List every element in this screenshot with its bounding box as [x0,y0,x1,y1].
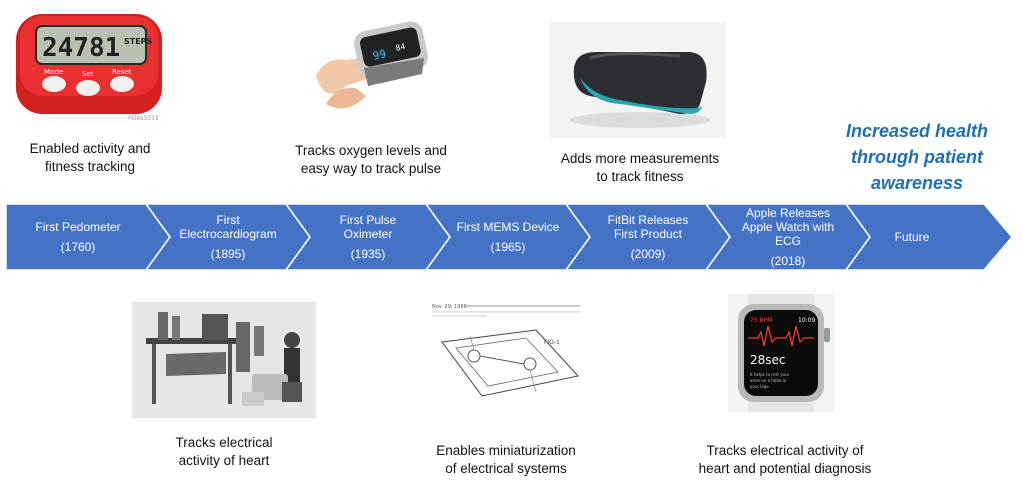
caption-line: Adds more measurements [560,151,720,166]
caption-line: Tracks electrical activity of [706,443,864,458]
timeline-milestone: Future [848,230,976,244]
oximeter-reading2: 84 [395,42,406,53]
milestone-name: First [216,213,240,227]
milestone-name: First Pedometer [35,220,121,234]
milestone-name: First Product [613,227,682,241]
timeline-segment [844,203,1013,271]
future-note: Increased health through patient awarene… [822,118,1012,196]
svg-text:FIG-1: FIG-1 [544,339,560,346]
milestone-year: (1760) [60,240,96,254]
mems-patent-image: Nov. 29, 1966 FIG-1 [426,296,586,414]
caption-line: activity of heart [178,453,270,468]
caption-fitbit: Adds more measurements to track fitness [540,150,740,186]
milestone-year: (2009) [630,247,666,261]
caption-pedometer: Enabled activity and fitness tracking [10,140,170,176]
caption-apple-watch: Tracks electrical activity of heart and … [680,442,890,478]
pedometer-mode-label: Mode [44,68,63,76]
apple-watch-image: 75 BPM 10:09 28sec It helps to rest your… [728,294,834,412]
milestone-year: (1935) [350,247,386,261]
caption-line: Enabled activity and [29,141,151,156]
milestone-name: FitBit Releases [607,213,689,227]
pedometer-brand: Miles3333 [128,115,159,122]
milestone-year: (2018) [770,254,806,268]
electrocardiogram-image [132,302,316,418]
timeline-milestone: First Pedometer (1760) [14,220,142,254]
caption-line: fitness tracking [44,159,136,174]
caption-electrocardiogram: Tracks electrical activity of heart [134,434,314,470]
future-note-line: Increased health [845,121,989,141]
pedometer-reset-label: Reset [112,68,132,76]
oximeter-image: 99 84 [306,16,430,120]
milestone-name: ECG [774,234,801,248]
caption-line: Tracks electrical [175,435,273,450]
pedometer-image: 24781 STEPS Mode Set Reset Miles3333 [10,6,170,124]
milestone-name: First Pulse [339,213,397,227]
milestone-name: First MEMS Device [456,220,560,234]
caption-mems: Enables miniaturization of electrical sy… [406,442,606,478]
svg-text:It helps to rest your: It helps to rest your [750,372,790,377]
pedometer-display: 24781 [42,33,120,63]
caption-line: Enables miniaturization [436,443,576,458]
future-note-line: awareness [870,173,964,193]
caption-line: easy way to track pulse [300,161,442,176]
svg-text:arms on a table or: arms on a table or [750,378,787,383]
watch-time: 10:09 [798,317,815,324]
milestone-name: Future [894,230,930,244]
timeline-milestone: First MEMS Device (1965) [444,220,572,254]
milestone-year: (1895) [210,247,246,261]
watch-bpm: 75 BPM [750,317,772,324]
oximeter-reading: 99 [372,47,388,62]
svg-text:your legs.: your legs. [750,384,770,389]
milestone-year: (1965) [490,240,526,254]
milestone-name: Apple Watch with [741,220,835,234]
caption-oximeter: Tracks oxygen levels and easy way to tra… [276,142,466,178]
watch-duration: 28sec [750,353,786,367]
caption-line: Tracks oxygen levels and [295,143,447,158]
pedometer-unit: STEPS [124,37,153,46]
caption-line: heart and potential diagnosis [698,461,872,476]
milestone-name: Apple Releases [745,206,831,220]
milestone-name: Oximeter [343,227,393,241]
pedometer-set-label: Set [82,70,94,78]
fitbit-image [550,22,726,138]
caption-line: of electrical systems [445,461,567,476]
caption-line: to track fitness [596,169,684,184]
milestone-name: Electrocardiogram [179,227,277,241]
svg-text:Nov. 29, 1966: Nov. 29, 1966 [432,304,467,310]
future-note-line: through patient [851,147,983,167]
